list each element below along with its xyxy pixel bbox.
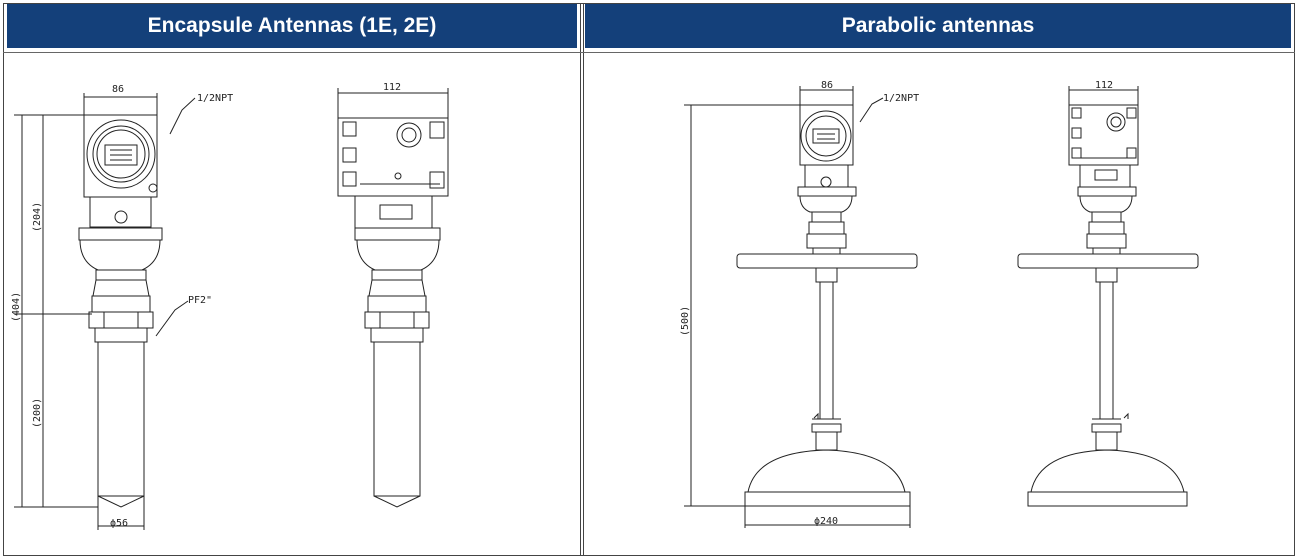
column-divider-2	[583, 3, 584, 556]
right-side-width-label: 112	[1095, 80, 1113, 91]
column-divider	[580, 3, 581, 556]
left-front-width-label: 86	[112, 84, 124, 95]
left-thread-top-label: 1/2NPT	[197, 93, 233, 104]
left-panel-title: Encapsule Antennas (1E, 2E)	[7, 4, 577, 48]
left-thread-mid-label: PF2"	[188, 295, 212, 306]
encapsule-side-view	[337, 88, 449, 508]
parabolic-side-view	[1017, 86, 1199, 507]
left-height-lower-label: (200)	[32, 398, 43, 428]
left-height-total-label: (404)	[11, 292, 22, 322]
right-panel-title: Parabolic antennas	[585, 4, 1291, 48]
table-frame	[3, 3, 1295, 556]
parabolic-front-view	[684, 86, 918, 528]
right-thread-top-label: 1/2NPT	[883, 93, 919, 104]
header-divider	[3, 52, 1295, 53]
left-side-width-label: 112	[383, 82, 401, 93]
right-diameter-label: ϕ240	[814, 516, 838, 527]
left-diameter-label: ϕ56	[110, 518, 128, 529]
right-height-total-label: (500)	[680, 306, 691, 336]
right-front-width-label: 86	[821, 80, 833, 91]
encapsule-front-view	[14, 93, 196, 530]
left-height-upper-label: (204)	[32, 202, 43, 232]
